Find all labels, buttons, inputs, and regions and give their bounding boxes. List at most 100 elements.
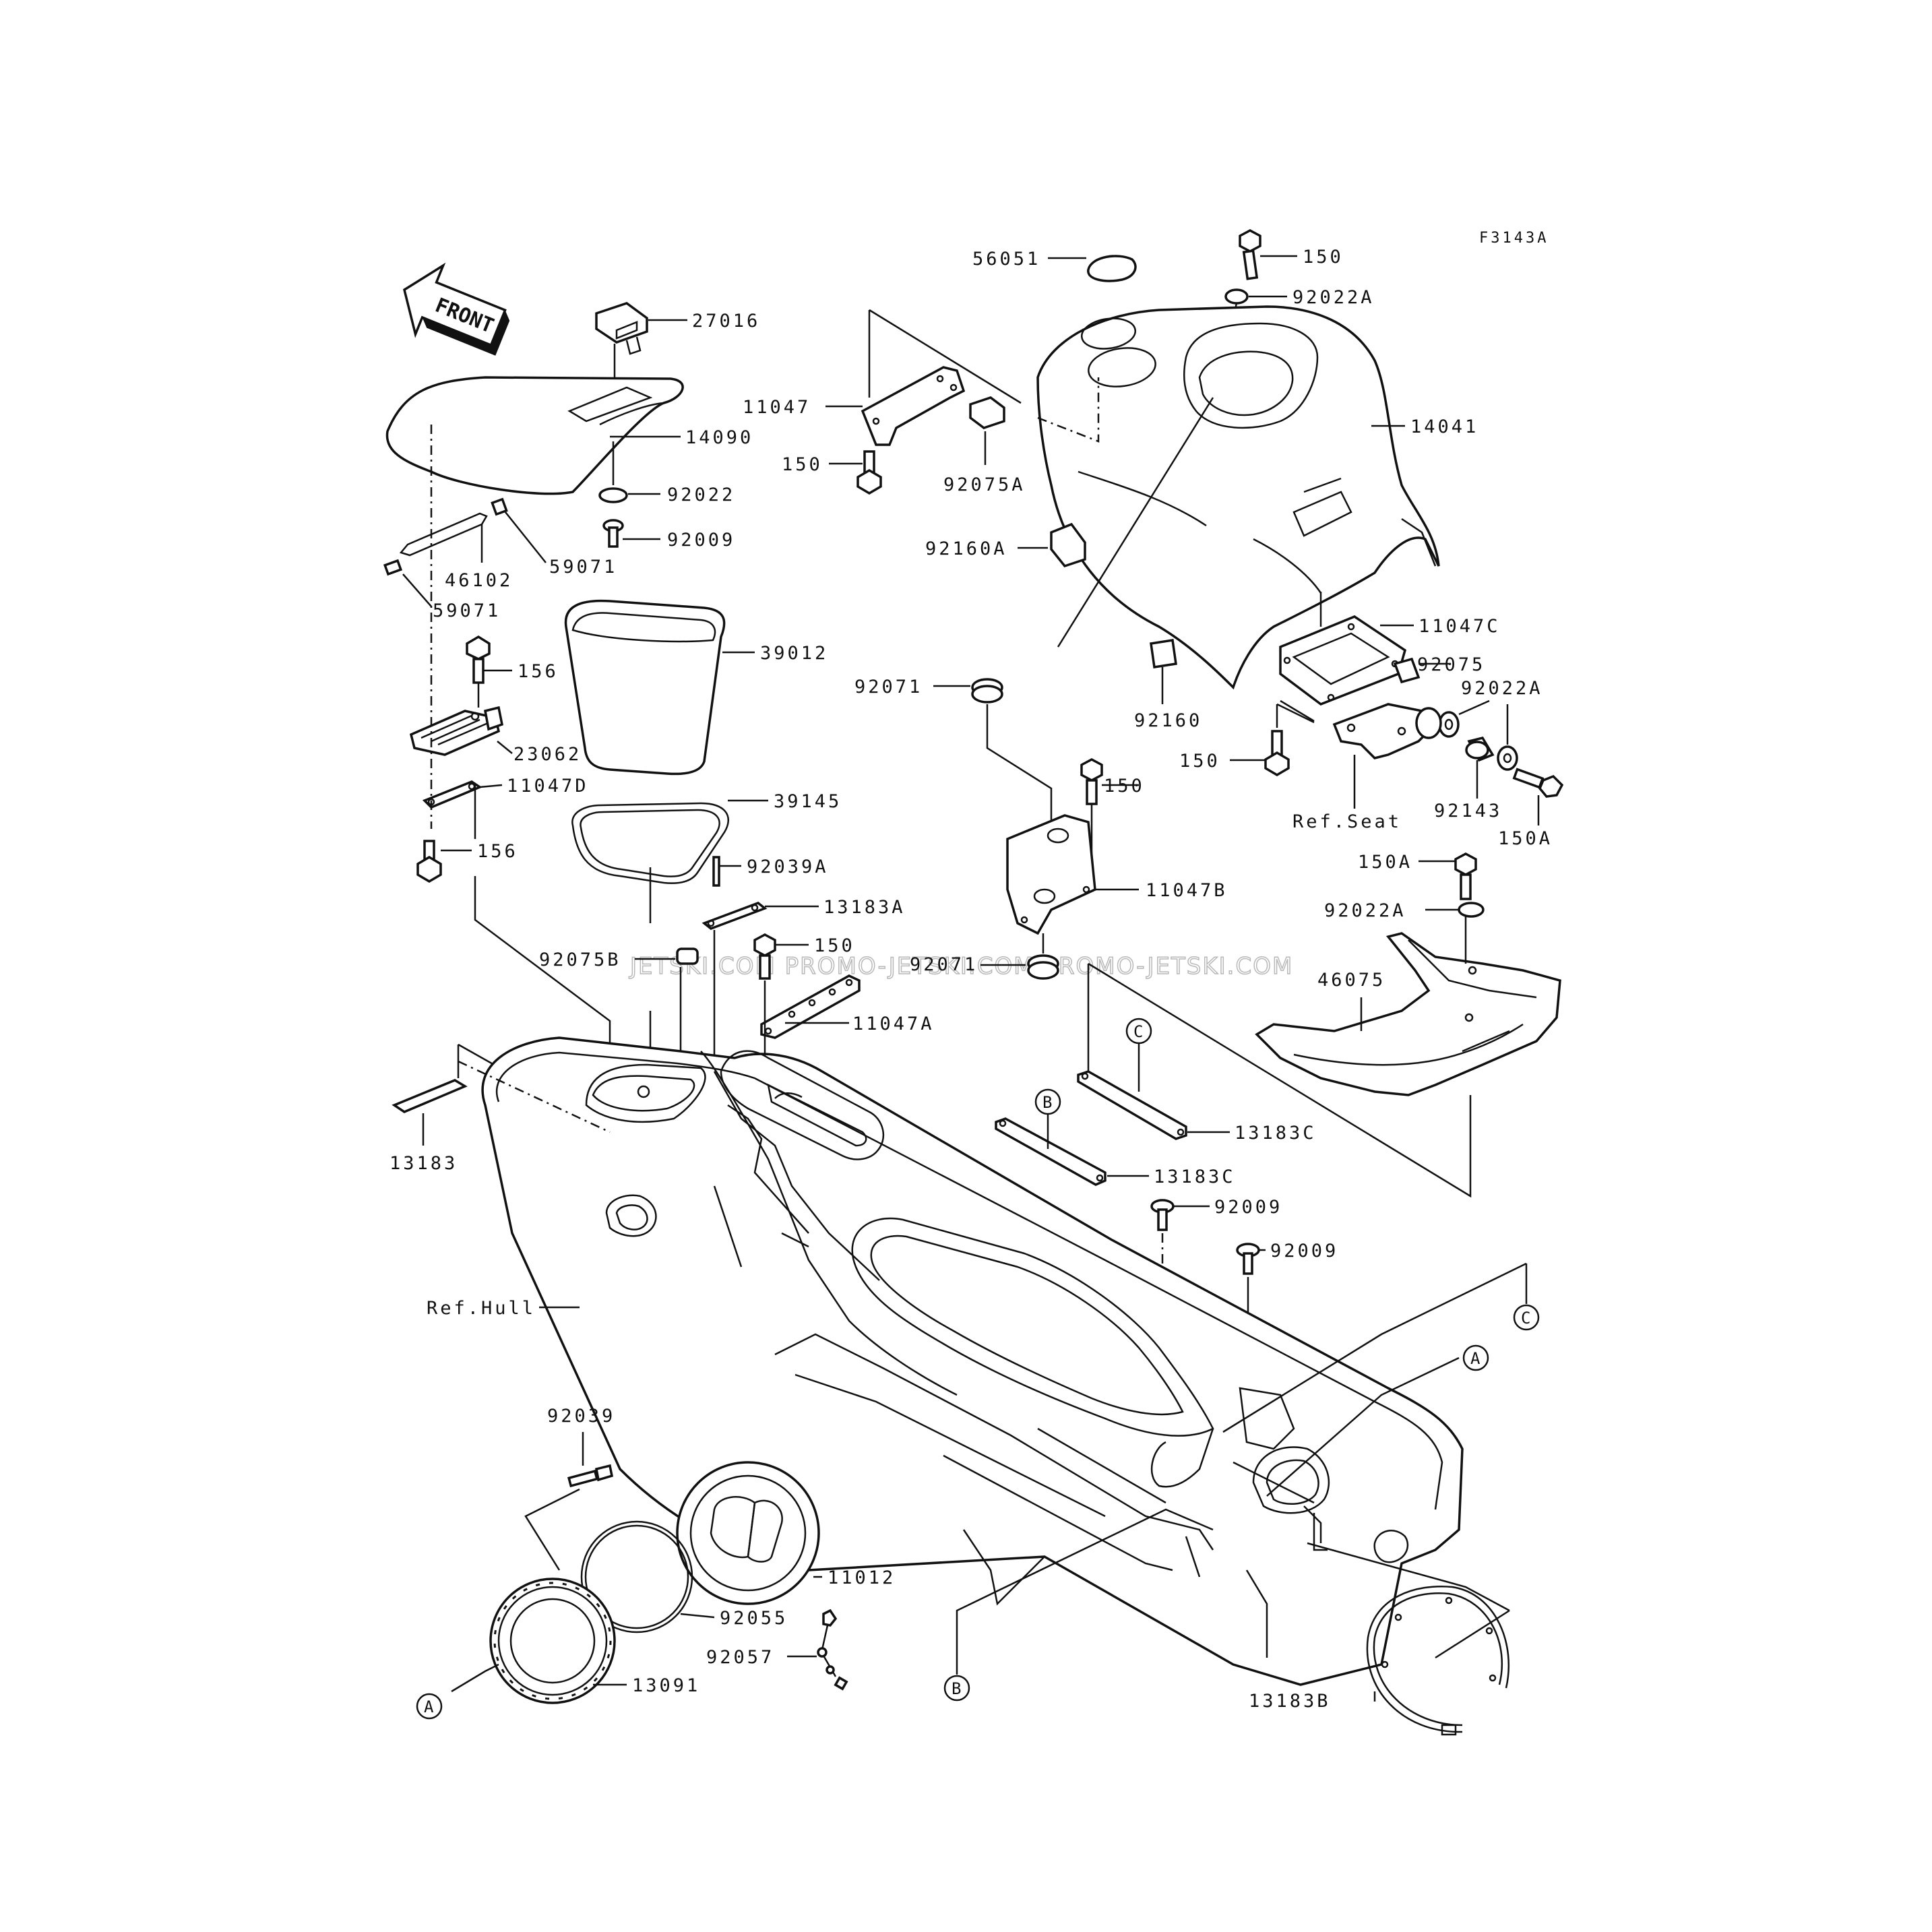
washer-92022 <box>598 487 628 503</box>
bolt-150-top <box>1239 229 1261 280</box>
part-label-156-lower: 156 <box>477 841 518 862</box>
part-label-13183: 13183 <box>389 1153 458 1174</box>
hinge-23062 <box>409 706 504 756</box>
washer-92022A-top <box>1224 288 1249 305</box>
console-cover-14041 <box>1036 305 1440 690</box>
svg-text:B: B <box>1042 1093 1052 1112</box>
bracket-11047B <box>1006 814 1096 935</box>
bolt-156-upper <box>466 635 491 684</box>
screw-92057 <box>817 1609 848 1691</box>
part-label-11047: 11047 <box>743 397 811 418</box>
storage-bucket-39012 <box>564 599 726 776</box>
bolt-150-mid <box>1080 758 1103 805</box>
part-label-23062: 23062 <box>513 744 582 765</box>
part-label-150A-lower: 150A <box>1358 852 1412 873</box>
bolt-150-near-11047 <box>856 450 882 495</box>
pad-92160A <box>1050 522 1086 568</box>
grab-handle-46075 <box>1255 932 1561 1096</box>
part-label-13183C-lower: 13183C <box>1154 1166 1236 1187</box>
clip-59071-lower <box>383 559 403 576</box>
svg-text:A: A <box>1470 1349 1481 1368</box>
rubber-mount-92075 <box>1415 707 1442 739</box>
part-label-156-upper: 156 <box>518 661 559 682</box>
part-label-92057: 92057 <box>706 1647 774 1668</box>
flange-11012 <box>676 1461 820 1605</box>
bolt-92009-upper <box>602 519 624 548</box>
part-label-ref-hull: Ref.Hull <box>427 1298 536 1319</box>
plate-13183A <box>702 902 768 930</box>
part-label-92039A: 92039A <box>747 856 829 877</box>
part-label-92009-right: 92009 <box>1270 1241 1338 1261</box>
wire-46102 <box>399 512 488 557</box>
part-label-13091: 13091 <box>632 1675 700 1696</box>
seal-39145 <box>571 802 729 884</box>
part-label-92071-upper: 92071 <box>854 677 923 697</box>
part-label-59071-lower: 59071 <box>433 600 501 621</box>
part-label-11047D: 11047D <box>507 776 589 797</box>
bolt-150A-lower <box>1454 852 1477 900</box>
part-label-150-11047: 150 <box>782 454 823 475</box>
pin-92039A <box>712 856 720 887</box>
ring-13183B <box>1366 1586 1509 1736</box>
part-label-150-seat: 150 <box>1179 751 1220 772</box>
pin-92039 <box>567 1464 614 1488</box>
seat-bracket-ref <box>1332 703 1437 759</box>
bracket-11047-top <box>861 366 966 446</box>
bumper-92075B <box>676 947 699 965</box>
part-label-92009-mid: 92009 <box>1214 1197 1282 1218</box>
part-label-59071-upper: 59071 <box>549 557 617 578</box>
bolt-156-lower <box>416 840 442 883</box>
part-label-11047C: 11047C <box>1419 616 1501 637</box>
part-label-11047B: 11047B <box>1146 880 1228 901</box>
washer-92022A-right <box>1497 745 1518 771</box>
part-label-92071-lower: 92071 <box>910 954 978 975</box>
part-label-92075B: 92075B <box>539 949 621 970</box>
part-label-92143: 92143 <box>1434 801 1502 821</box>
part-label-11047A: 11047A <box>852 1014 935 1034</box>
washer-92022A-lower <box>1458 902 1485 918</box>
spacer-92143 <box>1465 736 1495 762</box>
part-label-46075: 46075 <box>1317 970 1385 991</box>
grommet-92071-upper <box>971 678 1003 704</box>
grommet-92071-lower <box>1027 954 1059 980</box>
bolt-150A-right <box>1512 768 1564 798</box>
figure-code: F3143A <box>1479 230 1549 247</box>
part-label-92075A: 92075A <box>943 474 1026 495</box>
plate-13183 <box>392 1079 468 1113</box>
bracket-11047C <box>1279 615 1407 706</box>
washer-92022A-mid <box>1438 711 1460 738</box>
seat-cover-14090 <box>385 376 684 495</box>
callout-c-upper: C <box>1125 1018 1152 1045</box>
part-label-150-mid: 150 <box>1104 776 1145 797</box>
pad-92075 <box>1393 657 1421 684</box>
bolt-150-seat <box>1264 730 1290 777</box>
part-label-13183C-upper: 13183C <box>1235 1123 1317 1144</box>
bolt-150-near-11047A <box>753 933 776 980</box>
part-label-39145: 39145 <box>774 791 842 812</box>
bracket-11047A <box>760 974 861 1039</box>
pad-92075A <box>969 396 1005 429</box>
part-label-92009-upper: 92009 <box>667 530 735 551</box>
svg-text:C: C <box>1133 1022 1143 1041</box>
part-label-14090: 14090 <box>685 427 753 448</box>
part-label-92075: 92075 <box>1417 654 1485 675</box>
part-label-27016: 27016 <box>692 311 760 332</box>
part-label-14041: 14041 <box>1410 416 1478 437</box>
part-label-92022A-top: 92022A <box>1292 287 1375 308</box>
bolt-92009-mid <box>1150 1199 1175 1231</box>
gasket-92055 <box>580 1520 693 1633</box>
callout-b-lower: B <box>943 1675 970 1702</box>
part-label-92160A: 92160A <box>925 538 1007 559</box>
callout-a-upper: A <box>1462 1344 1489 1371</box>
callout-b-upper: B <box>1034 1088 1061 1115</box>
plate-13183C-lower <box>995 1117 1107 1186</box>
part-label-92160: 92160 <box>1134 710 1202 731</box>
callout-a-lower: A <box>416 1693 443 1720</box>
callout-c-lower: C <box>1513 1304 1540 1331</box>
svg-text:B: B <box>952 1679 961 1698</box>
part-label-13183B: 13183B <box>1249 1691 1331 1712</box>
cap-56051 <box>1087 255 1137 282</box>
part-label-150-top: 150 <box>1303 247 1344 268</box>
part-label-46102: 46102 <box>445 570 513 591</box>
